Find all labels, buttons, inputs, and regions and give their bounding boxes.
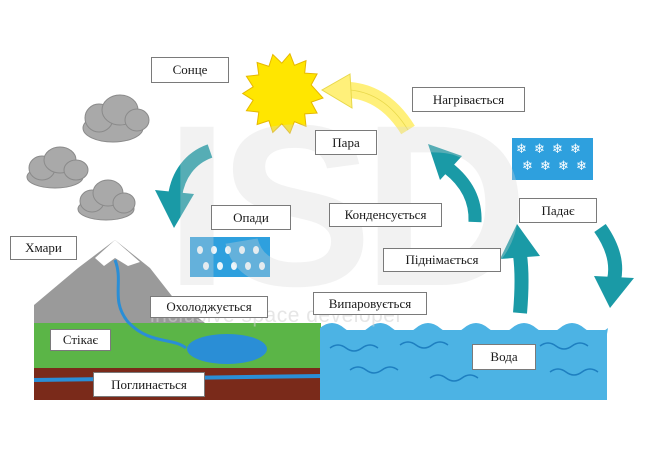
teal-arrowhead-icon [428, 144, 462, 180]
label-falls: Падає [519, 198, 597, 223]
svg-text:❄: ❄ [540, 159, 551, 174]
snow-icon: ❄❄❄❄ ❄❄❄❄ [512, 138, 593, 180]
label-heats: Нагрівається [412, 87, 525, 112]
svg-text:❄: ❄ [570, 142, 581, 157]
teal-arrow-icon [594, 223, 623, 282]
teal-arrowhead-icon [500, 224, 540, 259]
label-evaporates: Випаровується [313, 292, 427, 315]
label-precipitation: Опади [211, 205, 291, 230]
cloud-icon [26, 146, 89, 189]
cloud-icon [77, 179, 136, 221]
yellow-arrow-icon [321, 73, 415, 135]
label-sun: Сонце [151, 57, 229, 83]
snow-cap-icon [95, 240, 140, 266]
svg-text:❄: ❄ [552, 142, 563, 157]
svg-text:❄: ❄ [534, 142, 545, 157]
teal-arrowhead-icon [155, 190, 194, 228]
lake-icon [187, 334, 267, 364]
svg-text:❄: ❄ [558, 159, 569, 174]
label-condenses: Конденсується [329, 203, 442, 227]
label-clouds: Хмари [10, 236, 77, 260]
label-water: Вода [472, 344, 536, 370]
sun-icon [241, 52, 324, 135]
teal-arrow-icon [513, 254, 529, 314]
svg-text:❄: ❄ [522, 159, 533, 174]
label-absorbed: Поглинається [93, 372, 205, 397]
label-steam: Пара [315, 130, 377, 155]
teal-arrow-icon [168, 144, 213, 198]
label-rises: Піднімається [383, 248, 501, 272]
teal-arrow-icon [443, 162, 482, 223]
cloud-icon [82, 94, 150, 143]
label-cools: Охолоджується [150, 296, 268, 318]
label-flows: Стікає [50, 329, 111, 351]
svg-text:❄: ❄ [516, 142, 527, 157]
rain-icon [190, 237, 270, 277]
svg-text:❄: ❄ [576, 159, 587, 174]
teal-arrowhead-icon [594, 276, 634, 308]
sea-block [320, 323, 608, 400]
